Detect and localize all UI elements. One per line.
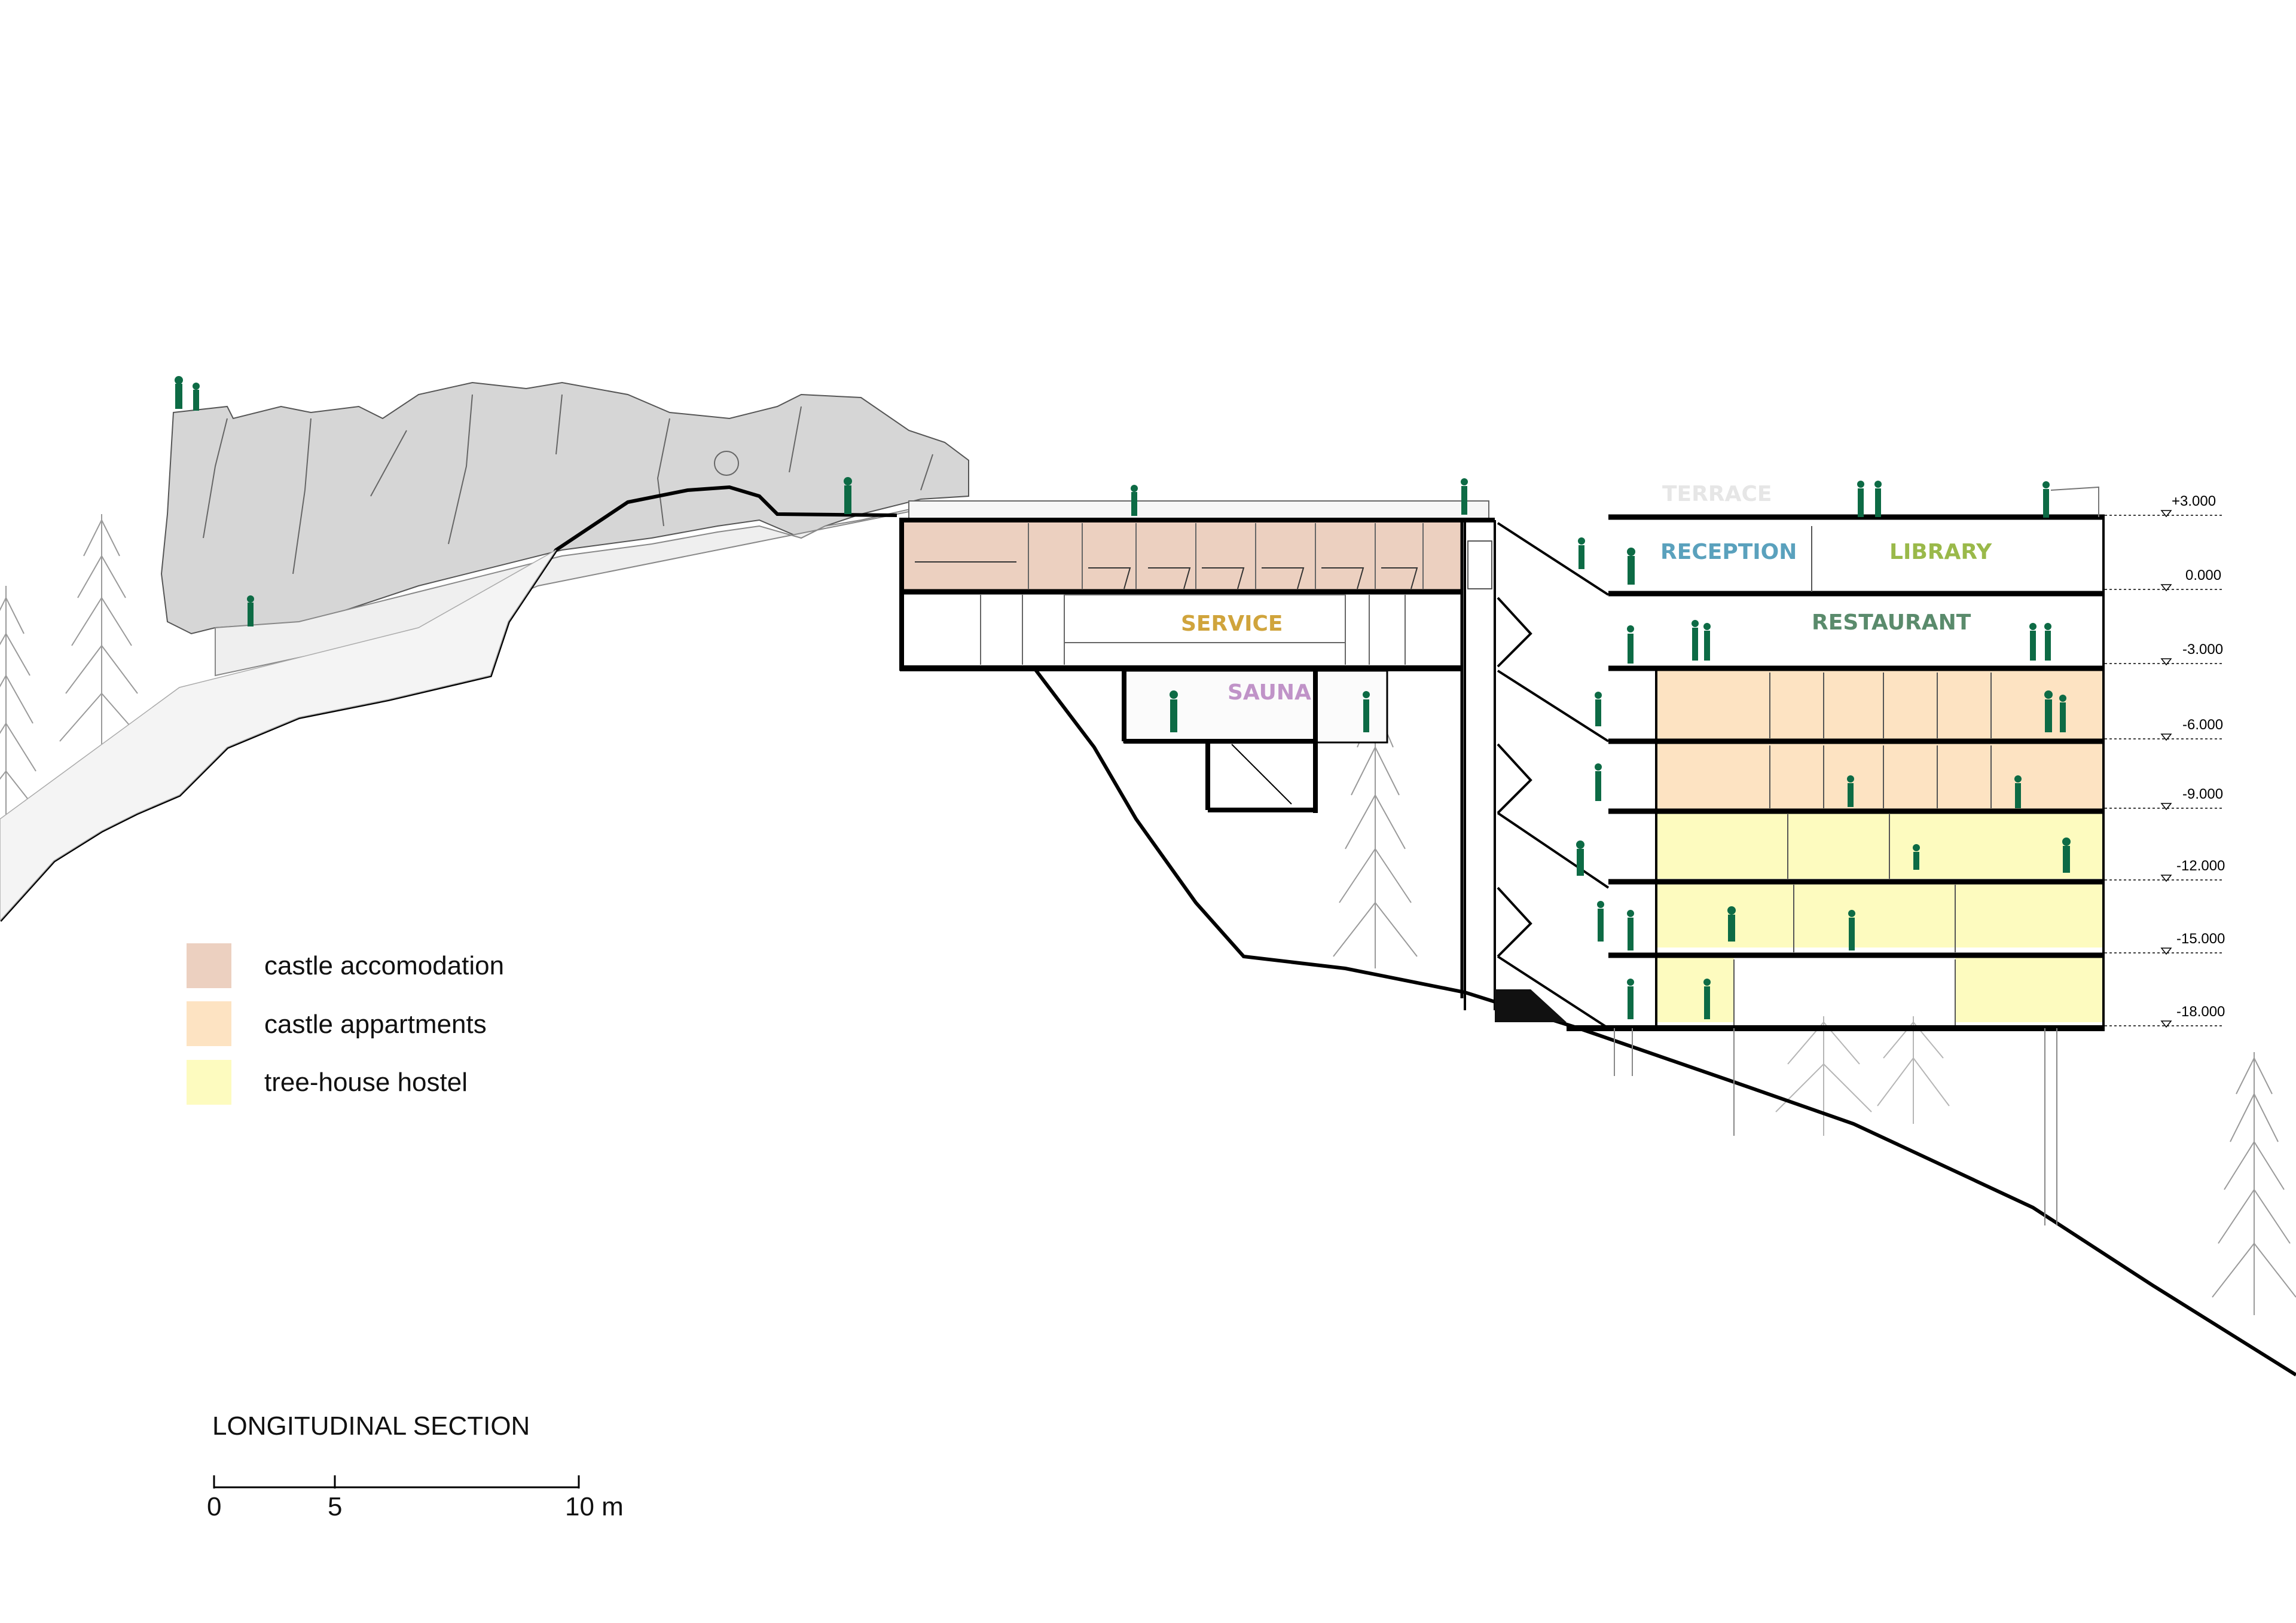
legend-swatch-castle-accomodation xyxy=(187,943,231,988)
stair-base xyxy=(1495,989,1567,1022)
figures xyxy=(175,376,2071,1019)
hill-slope-fill xyxy=(0,549,557,922)
legend-label-tree-house-hostel: tree-house hostel xyxy=(264,1068,468,1097)
apartments-zone-2 xyxy=(1656,742,2105,811)
level-label: -3.000 xyxy=(2182,641,2223,658)
scale-label-10m: 10 m xyxy=(565,1492,624,1521)
scale-label-5: 5 xyxy=(328,1492,342,1521)
level-label: -9.000 xyxy=(2182,786,2223,802)
tree-right xyxy=(2212,1052,2296,1315)
level-label: -18.000 xyxy=(2176,1004,2225,1020)
level-label: +3.000 xyxy=(2172,493,2216,509)
sauna-label: SAUNA xyxy=(1228,680,1311,705)
tower-partitions xyxy=(1733,526,1992,1025)
tree-left xyxy=(59,514,144,747)
hostel-zone-1 xyxy=(1656,813,2105,879)
service-label: SERVICE xyxy=(1181,612,1283,636)
reception-label: RECEPTION xyxy=(1660,540,1797,564)
terrace-label: TERRACE xyxy=(1662,482,1772,506)
elevator-shaft xyxy=(1464,520,1496,1010)
level-label: 0.000 xyxy=(2185,567,2221,583)
upper-wing-partitions xyxy=(980,523,1424,665)
upper-wing-structure xyxy=(899,518,1495,998)
sauna-stair xyxy=(1231,744,1292,805)
section-title: LONGITUDINAL SECTION xyxy=(212,1411,530,1441)
tree-left-edge xyxy=(0,586,39,819)
restaurant-label: RESTAURANT xyxy=(1812,610,1971,635)
scale-label-0: 0 xyxy=(207,1492,221,1521)
stairs xyxy=(1497,522,1610,1029)
castle-accommodation-zone xyxy=(904,520,1463,592)
level-label: -12.000 xyxy=(2176,858,2225,874)
library-label: LIBRARY xyxy=(1889,540,1992,564)
hostel-zone-3 xyxy=(1955,882,2105,947)
sauna-structure xyxy=(1122,671,1318,813)
scale-bar xyxy=(213,1475,580,1488)
legend-label-castle-accomodation: castle accomodation xyxy=(264,951,504,980)
level-label: -6.000 xyxy=(2182,717,2223,733)
bridge-pillars xyxy=(1614,1028,2057,1225)
hostel-zone-5 xyxy=(1955,956,2105,1022)
tower-slabs xyxy=(1567,514,2105,1031)
rock-cracks xyxy=(203,394,933,574)
level-markers xyxy=(2105,510,2224,1028)
terrace-railing xyxy=(2050,486,2099,517)
level-label: -15.000 xyxy=(2176,931,2225,947)
apartments-zone-1 xyxy=(1656,670,2105,741)
terrace-deck xyxy=(908,500,1489,521)
hostel-zone-2 xyxy=(1656,882,1955,947)
bunk-beds xyxy=(915,561,1418,589)
tree-under-building xyxy=(1775,1016,1950,1136)
hostel-zone-4 xyxy=(1656,956,1734,1022)
legend-label-castle-appartments: castle appartments xyxy=(264,1010,487,1039)
legend-swatch-castle-appartments xyxy=(187,1001,231,1046)
legend-swatch-tree-house-hostel xyxy=(187,1060,231,1105)
